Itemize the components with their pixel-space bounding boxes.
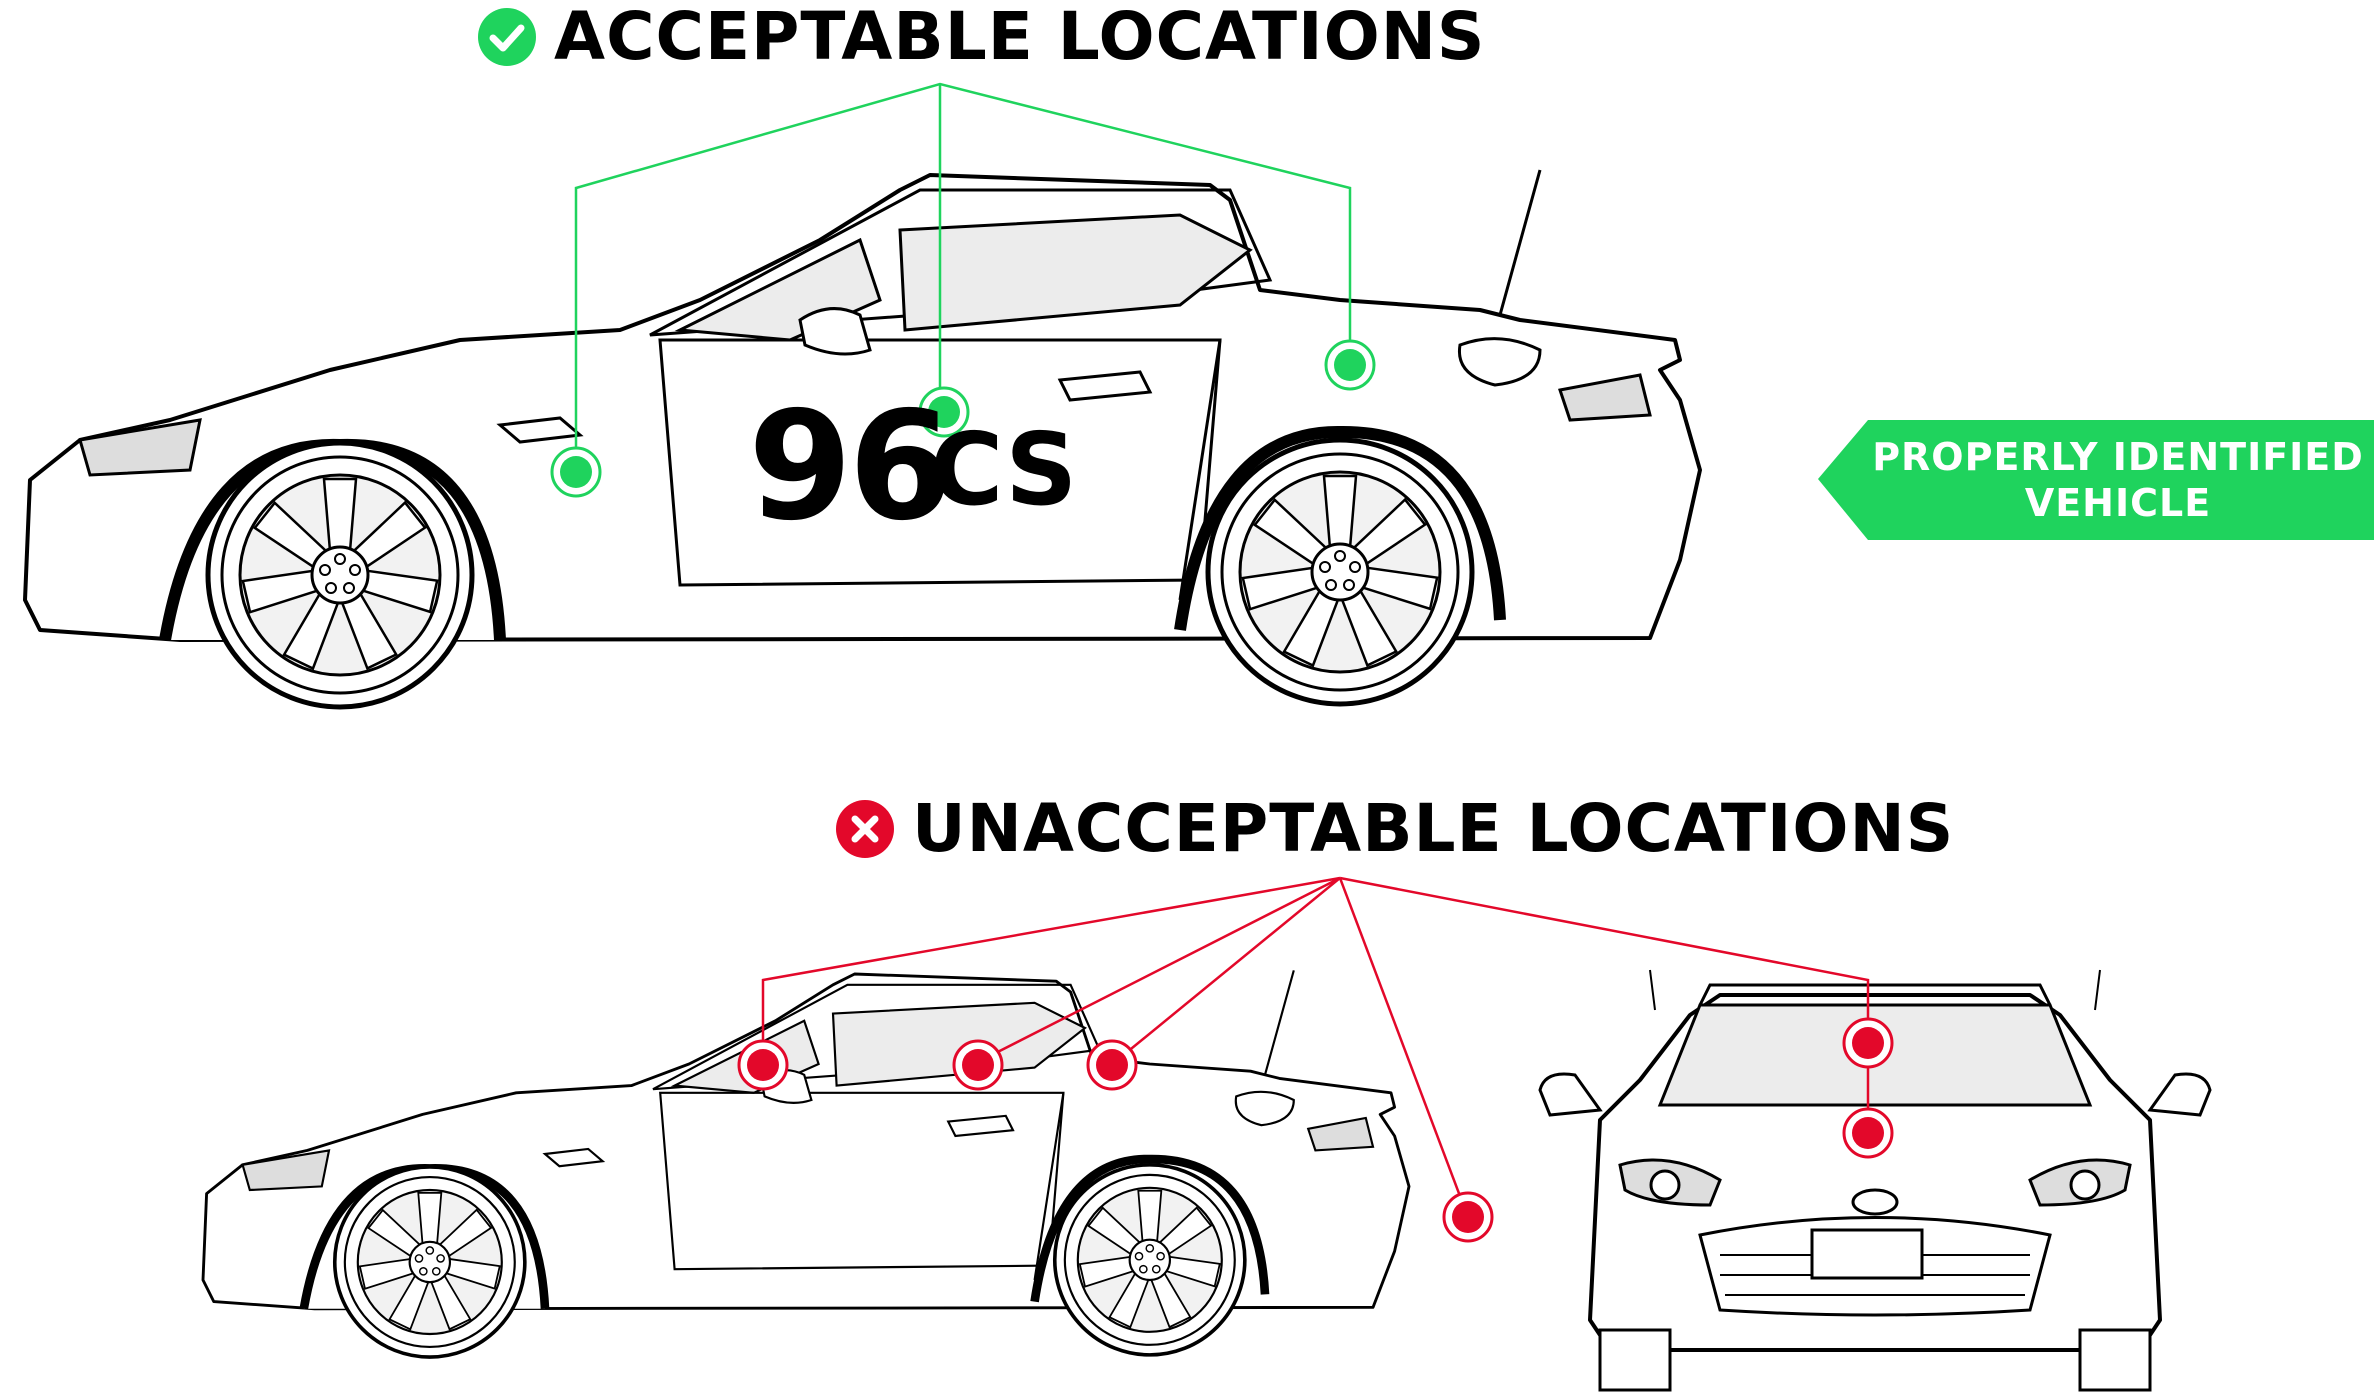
properly-identified-tag-shape bbox=[1818, 420, 2374, 540]
unacceptable-locations-heading: UNACCEPTABLE LOCATIONS bbox=[836, 796, 1954, 862]
car-class: CS bbox=[930, 411, 1078, 528]
marker-front-windshield bbox=[1842, 1017, 1894, 1069]
car-number: 96 bbox=[748, 380, 953, 554]
unacceptable-car-front bbox=[1538, 969, 2212, 1392]
marker-hood bbox=[1842, 1107, 1894, 1159]
unacceptable-heading-text: UNACCEPTABLE LOCATIONS bbox=[912, 790, 1955, 867]
marker-side-window bbox=[952, 1039, 1004, 1091]
acceptable-markers bbox=[550, 339, 1376, 498]
properly-identified-vehicle-tag: PROPERLY IDENTIFIED VEHICLE bbox=[1808, 418, 2368, 540]
unacceptable-car-side bbox=[203, 970, 1409, 1357]
acceptable-leader-lines bbox=[574, 82, 1352, 470]
marker-rear-bumper bbox=[1442, 1191, 1494, 1243]
tag-line-2: VEHICLE bbox=[2024, 481, 2212, 525]
marker-door bbox=[918, 386, 970, 438]
marker-rear-quarter-window bbox=[1086, 1039, 1138, 1091]
marker-windshield bbox=[737, 1039, 789, 1091]
marker-front-fender bbox=[550, 446, 602, 498]
x-circle-icon bbox=[836, 800, 894, 858]
unacceptable-leader-lines bbox=[761, 876, 1870, 1213]
acceptable-heading-text: ACCEPTABLE LOCATIONS bbox=[554, 0, 1486, 75]
marker-rear-quarter bbox=[1324, 339, 1376, 391]
tag-line-1: PROPERLY IDENTIFIED bbox=[1872, 435, 2364, 479]
unacceptable-markers bbox=[737, 1017, 1894, 1243]
check-circle-icon bbox=[478, 8, 536, 66]
acceptable-locations-heading: ACCEPTABLE LOCATIONS bbox=[478, 4, 1485, 70]
